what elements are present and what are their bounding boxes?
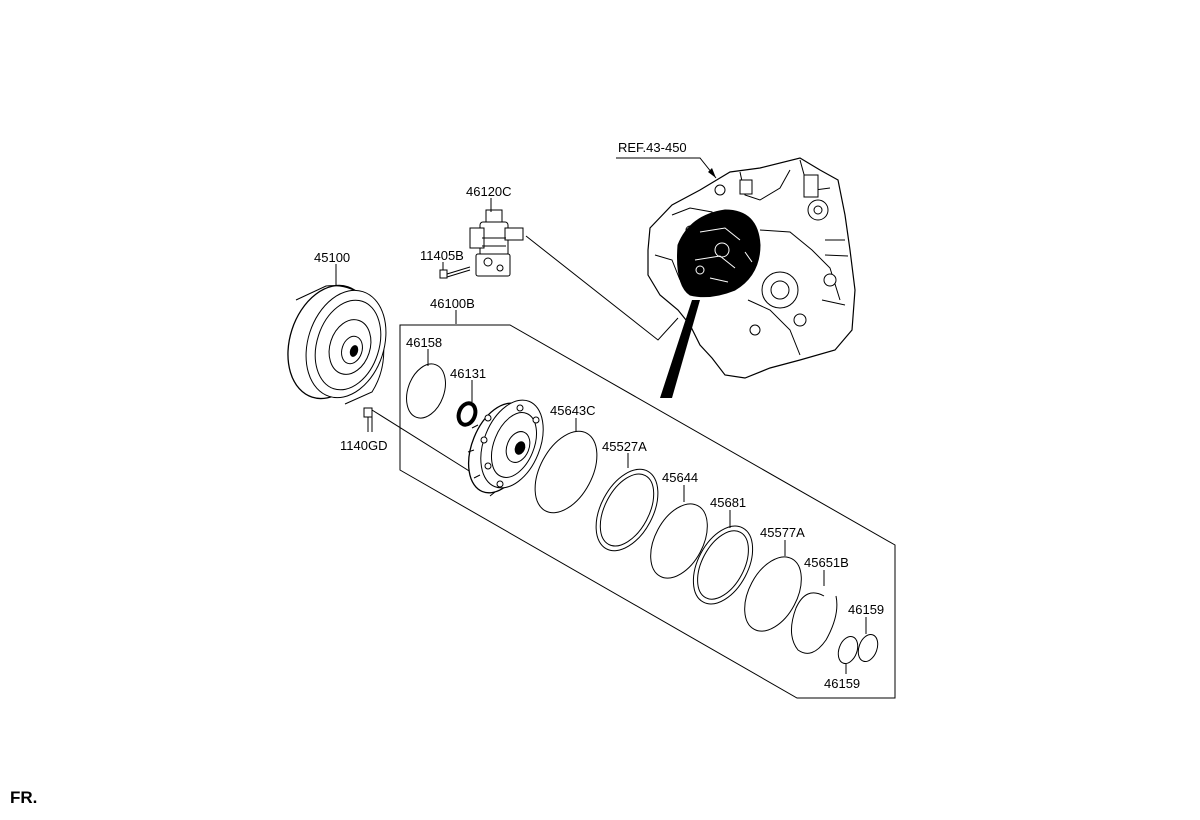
- label-46131: 46131: [450, 366, 486, 381]
- seal-46131[interactable]: [456, 401, 479, 427]
- label-45577a: 45577A: [760, 525, 805, 540]
- transmission-assembly[interactable]: [647, 157, 856, 398]
- oring-46158[interactable]: [400, 359, 453, 424]
- label-46159-top: 46159: [848, 602, 884, 617]
- ring-45527a[interactable]: [583, 459, 670, 561]
- ring-45681[interactable]: [681, 516, 765, 614]
- ref-label: REF.43-450: [618, 140, 687, 155]
- oil-pump-assembly[interactable]: [456, 391, 555, 502]
- label-45527a: 45527A: [602, 439, 647, 454]
- direction-label: FR.: [10, 788, 37, 807]
- ref-leader: [616, 157, 717, 179]
- label-11405b: 11405B: [420, 248, 464, 263]
- label-45651b: 45651B: [804, 555, 849, 570]
- ring-45577a[interactable]: [733, 547, 813, 640]
- label-46100b: 46100B: [430, 296, 475, 311]
- label-45643c: 45643C: [550, 403, 596, 418]
- label-45100: 45100: [314, 250, 350, 265]
- ring-45643c[interactable]: [522, 421, 609, 523]
- label-46120c: 46120C: [466, 184, 512, 199]
- kit-46100b-outline: [399, 324, 896, 699]
- bolt-11405b[interactable]: [439, 266, 471, 279]
- oring-46159-a[interactable]: [835, 634, 861, 666]
- label-46159-bottom: 46159: [824, 676, 860, 691]
- solenoid-location-leader: [525, 235, 679, 341]
- bolt-1140gd-axis: [371, 409, 475, 475]
- label-1140gd: 1140GD: [340, 438, 387, 453]
- label-45681: 45681: [710, 495, 746, 510]
- label-46158: 46158: [406, 335, 442, 350]
- ring-45644[interactable]: [639, 494, 719, 587]
- oring-46159-b[interactable]: [855, 632, 881, 664]
- snap-ring-45651b[interactable]: [791, 592, 838, 654]
- bolt-1140gd[interactable]: [363, 407, 373, 432]
- torque-converter-45100[interactable]: [274, 274, 399, 409]
- solenoid-46120c[interactable]: [469, 209, 524, 277]
- label-45644: 45644: [662, 470, 698, 485]
